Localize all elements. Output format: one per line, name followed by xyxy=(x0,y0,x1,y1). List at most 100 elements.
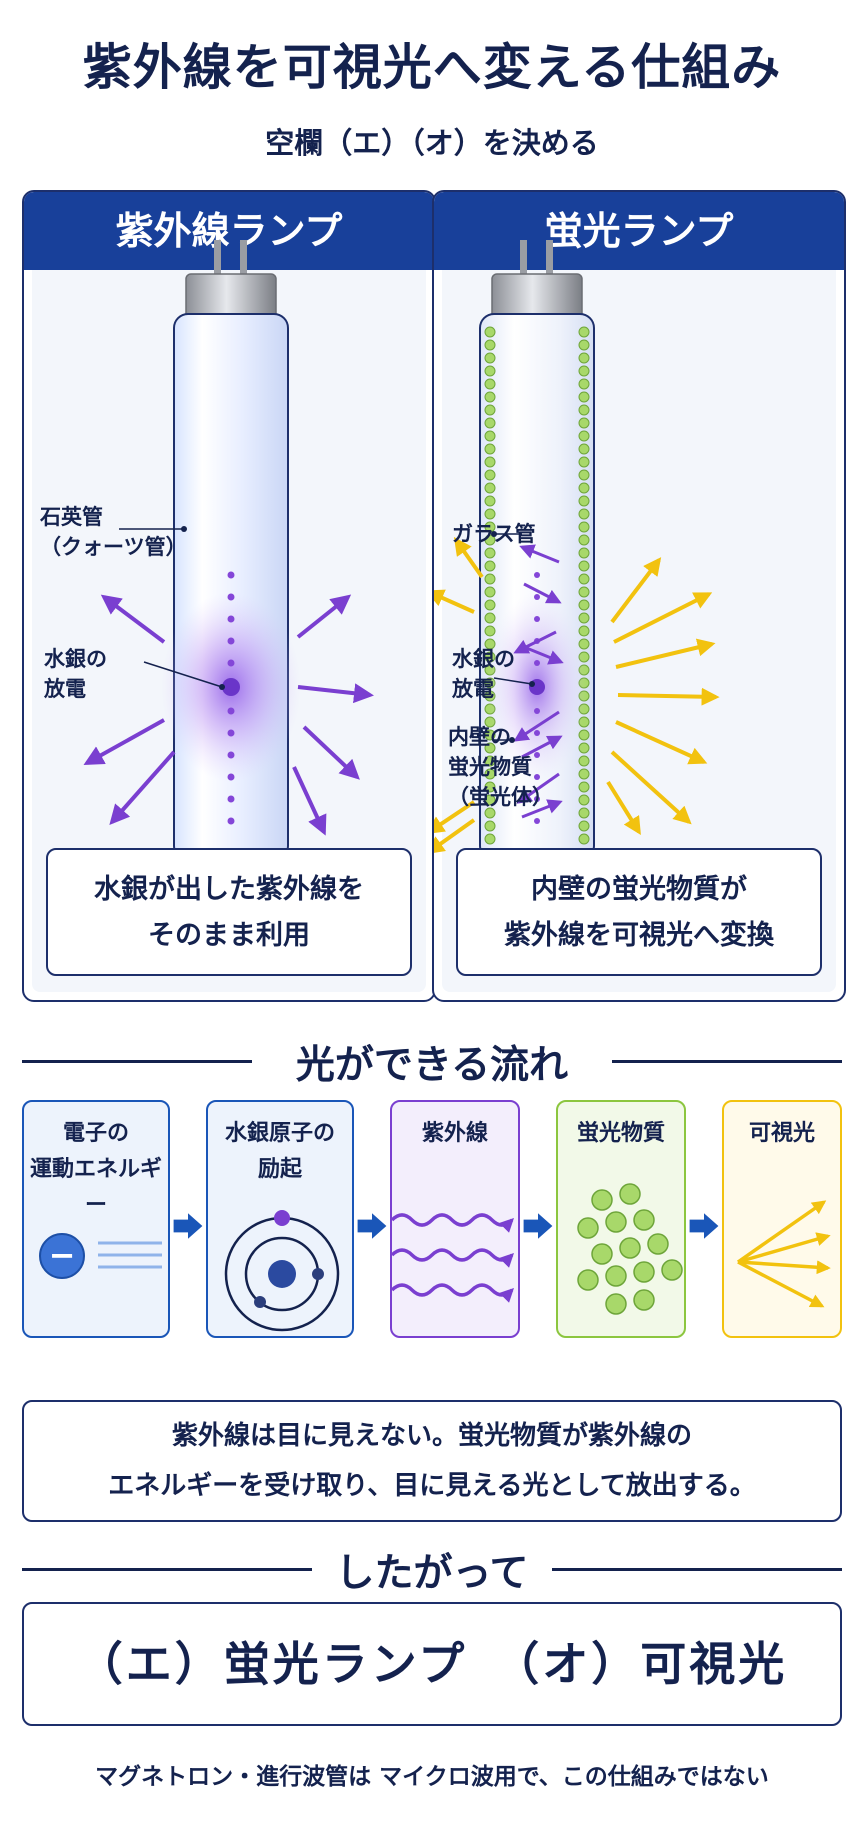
flow-step-mercury-label-line1: 水銀原子の xyxy=(224,1121,335,1146)
phosphor-bead xyxy=(484,807,496,819)
flow-heading-rule-left xyxy=(22,1060,252,1063)
phosphor-bead xyxy=(578,768,590,780)
phosphor-bead xyxy=(484,547,496,559)
quartz-tube-label-line2: （クォーツ管） xyxy=(40,535,187,559)
phosphor-bead xyxy=(578,612,590,624)
phosphor-bead xyxy=(484,482,496,494)
phosphor-bead xyxy=(578,781,590,793)
phosphor-bead xyxy=(578,742,590,754)
flow-step-visible-light: 可視光 xyxy=(722,1100,842,1338)
phosphor-particle xyxy=(591,1189,613,1211)
phosphor-bead xyxy=(578,755,590,767)
phosphor-particle xyxy=(619,1237,641,1259)
page-subtitle: 空欄（エ）（オ）を決める xyxy=(265,126,599,160)
electron-symbol: − xyxy=(48,1236,76,1274)
phosphor-bead xyxy=(484,521,496,533)
flow-step-mercury-excitation: 水銀原子の 励起 xyxy=(206,1100,354,1338)
phosphor-bead xyxy=(484,534,496,546)
phosphor-bead xyxy=(578,365,590,377)
answer-box: （エ）蛍光ランプ （オ）可視光 xyxy=(22,1602,842,1726)
phosphor-bead xyxy=(578,547,590,559)
flow-arrow-3-icon xyxy=(523,1213,553,1239)
uv-wave-icon xyxy=(390,1213,514,1303)
fluorescent-discharge-label-line2: 放電 xyxy=(452,677,494,701)
phosphor-coating xyxy=(484,326,590,845)
phosphor-bead xyxy=(578,469,590,481)
conclusion-rule-left xyxy=(22,1568,312,1571)
phosphor-particle xyxy=(633,1289,655,1311)
fluorescent-lamp-summary: 内壁の蛍光物質が 紫外線を可視光へ変換 xyxy=(456,848,822,976)
phosphor-bead xyxy=(578,443,590,455)
uv-discharge-label-line2: 放電 xyxy=(44,677,86,701)
phosphor-bead xyxy=(484,599,496,611)
fluorescent-lamp-heading: 蛍光ランプ xyxy=(434,192,844,270)
phosphor-particle xyxy=(577,1269,599,1291)
phosphor-particle xyxy=(605,1293,627,1315)
phosphor-bead xyxy=(484,378,496,390)
uv-lamp-panel: 紫外線ランプ xyxy=(22,190,436,1002)
phosphor-bead xyxy=(578,573,590,585)
flow-step-mercury-label: 水銀原子の 励起 xyxy=(208,1116,352,1188)
phosphor-bead xyxy=(484,352,496,364)
flow-arrow-1-icon xyxy=(173,1213,203,1239)
flow-step-visible-label-line1: 可視光 xyxy=(748,1121,815,1146)
phosphor-bead xyxy=(484,612,496,624)
atom-icon xyxy=(224,1210,340,1332)
quartz-tube-label-line1: 石英管 xyxy=(40,505,103,529)
explanation-note-line1: 紫外線は目に見えない。蛍光物質が紫外線の xyxy=(171,1421,692,1451)
uv-lamp-top-pins xyxy=(214,240,221,280)
footnote: マグネトロン・進行波管は マイクロ波用で、この仕組みではない xyxy=(95,1764,769,1790)
phosphor-bead xyxy=(484,456,496,468)
uv-discharge-label-line1: 水銀の xyxy=(44,647,107,671)
flow-arrow-4-icon-visible xyxy=(689,1213,719,1239)
electron-icon xyxy=(39,1233,162,1279)
explanation-note: 紫外線は目に見えない。蛍光物質が紫外線の エネルギーを受け取り、目に見える光とし… xyxy=(22,1400,842,1522)
conclusion-rule-right xyxy=(552,1568,842,1571)
flow-step-phosphor-label-line1: 蛍光物質 xyxy=(576,1121,665,1146)
explanation-note-line2: エネルギーを受け取り、目に見える光として放出する。 xyxy=(108,1471,756,1501)
phosphor-particle xyxy=(661,1259,683,1281)
phosphor-bead xyxy=(578,586,590,598)
flow-step-mercury-label-line2: 励起 xyxy=(257,1157,302,1182)
phosphor-bead xyxy=(578,820,590,832)
phosphor-bead xyxy=(578,625,590,637)
fluorescent-lamp-summary-line1: 内壁の蛍光物質が xyxy=(531,874,747,905)
phosphor-bead xyxy=(484,573,496,585)
page-title: 紫外線を可視光へ変える仕組み xyxy=(82,39,782,96)
phosphor-bead xyxy=(484,560,496,572)
flow-step-uv: 紫外線 xyxy=(390,1100,520,1338)
phosphor-bead xyxy=(484,625,496,637)
phosphor-bead xyxy=(484,833,496,845)
phosphor-particle xyxy=(591,1243,613,1265)
phosphor-bead xyxy=(484,339,496,351)
phosphor-particle xyxy=(633,1209,655,1231)
phosphor-bead xyxy=(484,742,496,754)
phosphor-label: 内壁の 蛍光物質 （蛍光体） xyxy=(448,722,553,812)
fluorescent-lamp-illustration xyxy=(434,240,720,936)
glass-tube-label: ガラス管 xyxy=(452,522,536,546)
flow-step-uv-label-line1: 紫外線 xyxy=(421,1121,488,1146)
phosphor-bead xyxy=(578,833,590,845)
phosphor-label-line2: 蛍光物質 xyxy=(448,755,532,779)
phosphor-bead xyxy=(578,417,590,429)
flow-heading-rule-right xyxy=(612,1060,842,1063)
phosphor-bead xyxy=(484,443,496,455)
phosphor-bead xyxy=(578,521,590,533)
phosphor-bead xyxy=(578,794,590,806)
phosphor-bead xyxy=(578,391,590,403)
phosphor-particles-icon xyxy=(577,1183,683,1315)
phosphor-bead xyxy=(578,534,590,546)
phosphor-particle xyxy=(647,1233,669,1255)
phosphor-bead xyxy=(484,469,496,481)
flow-step-electron: 電子の 運動エネルギー − xyxy=(22,1100,170,1338)
visible-light-rays-icon xyxy=(736,1200,831,1308)
conclusion-heading: したがって xyxy=(335,1551,529,1596)
phosphor-bead xyxy=(484,391,496,403)
phosphor-bead xyxy=(578,352,590,364)
phosphor-bead xyxy=(484,768,496,780)
flow-step-electron-label-line2: 運動エネルギー xyxy=(29,1157,162,1218)
phosphor-bead xyxy=(484,326,496,338)
phosphor-bead xyxy=(484,404,496,416)
uv-lamp-summary-line1: 水銀が出した紫外線を xyxy=(94,874,364,905)
phosphor-bead xyxy=(484,794,496,806)
